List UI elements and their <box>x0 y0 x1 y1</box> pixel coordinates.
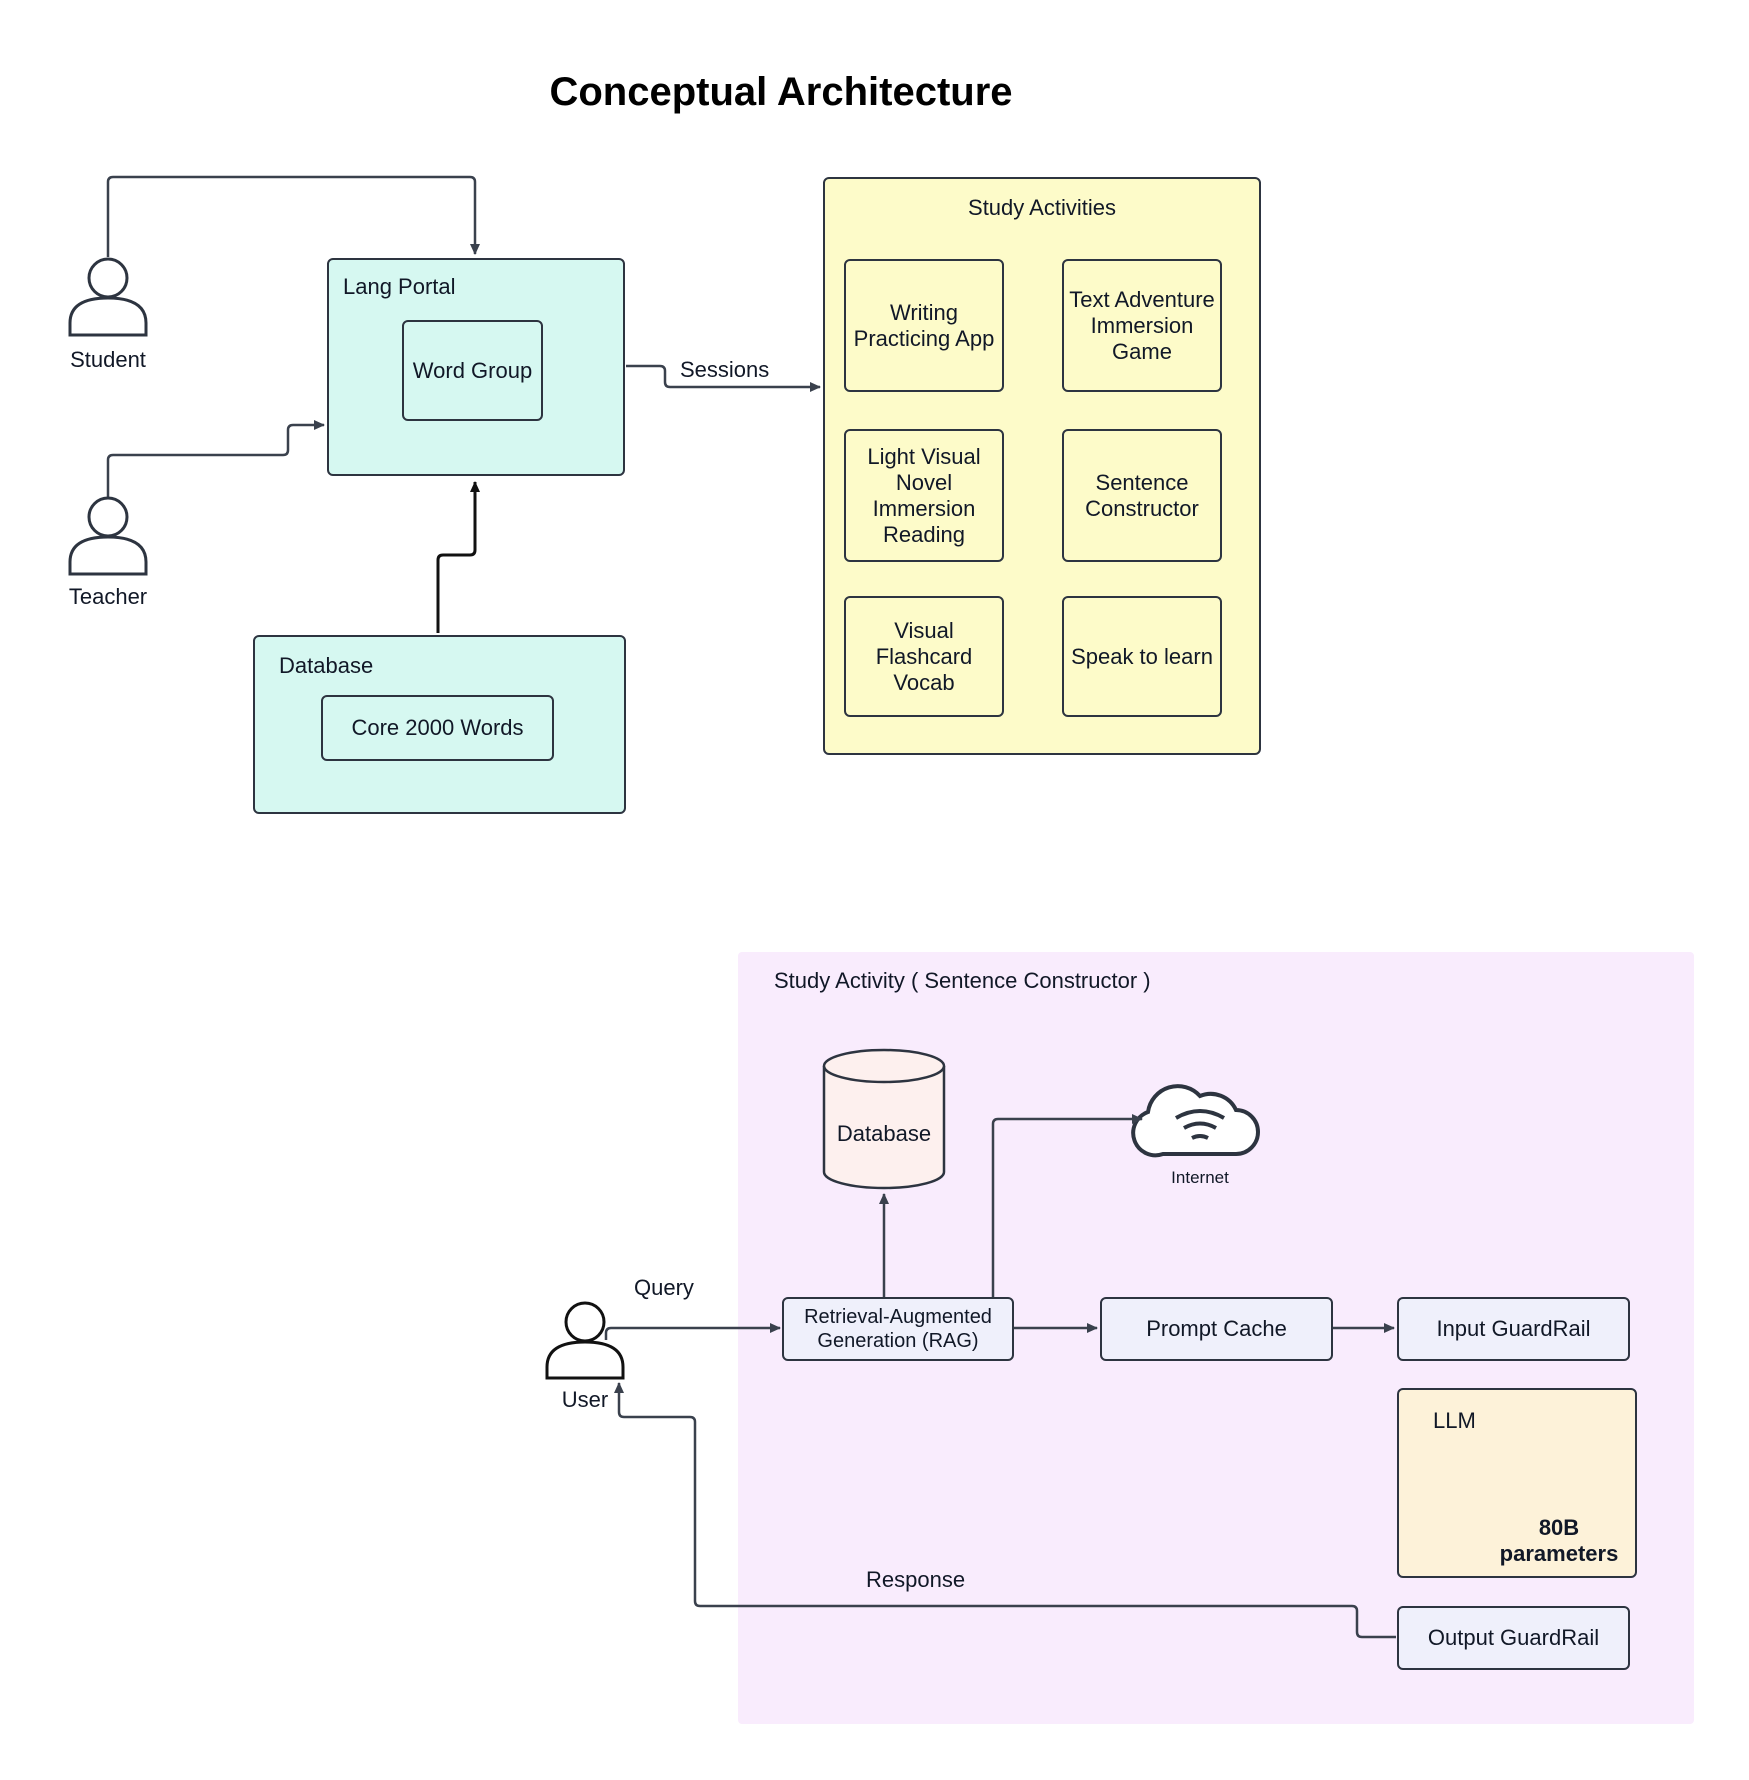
database-top-label: Database <box>279 653 374 678</box>
teacher-to-portal-arrow <box>106 420 325 497</box>
output-guardrail-box: Output GuardRail <box>1397 1606 1630 1670</box>
rag-box: Retrieval-Augmented Generation (RAG) <box>782 1297 1014 1361</box>
response-arrow <box>614 1382 1396 1639</box>
activity-text-adventure: Text Adventure Immersion Game <box>1062 259 1222 392</box>
database-top-box: Database Core 2000 Words <box>253 635 626 814</box>
internet-cloud-icon <box>1131 1084 1260 1158</box>
student-to-portal-arrow <box>106 175 480 257</box>
activity-flashcard-vocab: Visual Flashcard Vocab <box>844 596 1004 717</box>
word-group-box: Word Group <box>402 320 543 421</box>
lang-portal-label: Lang Portal <box>343 274 456 299</box>
user-label: User <box>561 1387 609 1412</box>
input-guardrail-box: Input GuardRail <box>1397 1297 1630 1361</box>
rag-to-internet-arrow <box>991 1114 1143 1297</box>
study-activities-label: Study Activities <box>968 195 1116 220</box>
activity-speak-to-learn: Speak to learn <box>1062 596 1222 717</box>
response-label: Response <box>866 1567 966 1592</box>
activity-sentence-constructor: Sentence Constructor <box>1062 429 1222 562</box>
lang-portal-box: Lang Portal Word Group <box>327 258 625 476</box>
page-title: Conceptual Architecture <box>549 70 1013 114</box>
prompt-cache-box: Prompt Cache <box>1100 1297 1333 1361</box>
internet-label: Internet <box>1171 1168 1229 1187</box>
database-cylinder <box>822 1048 946 1190</box>
query-label: Query <box>634 1275 694 1300</box>
user-icon <box>545 1301 625 1380</box>
study-activity-detail-label: Study Activity ( Sentence Constructor ) <box>774 968 1151 993</box>
sessions-label: Sessions <box>680 357 770 382</box>
query-arrow <box>604 1323 781 1340</box>
llm-box: LLM 80B parameters <box>1397 1388 1637 1578</box>
activity-visual-novel: Light Visual Novel Immersion Reading <box>844 429 1004 562</box>
student-label: Student <box>70 347 146 372</box>
student-icon <box>68 257 148 337</box>
database-to-portal-arrow <box>436 481 480 633</box>
activity-writing-app: Writing Practicing App <box>844 259 1004 392</box>
teacher-label: Teacher <box>68 584 148 609</box>
teacher-icon <box>68 496 148 576</box>
database-cylinder-label: Database <box>836 1121 932 1146</box>
study-activities-box: Study Activities Writing Practicing App … <box>823 177 1261 755</box>
llm-label: LLM <box>1433 1408 1476 1433</box>
core-words-box: Core 2000 Words <box>321 695 554 761</box>
llm-params-label: 80B parameters <box>1499 1515 1619 1566</box>
sessions-arrow <box>626 364 821 392</box>
